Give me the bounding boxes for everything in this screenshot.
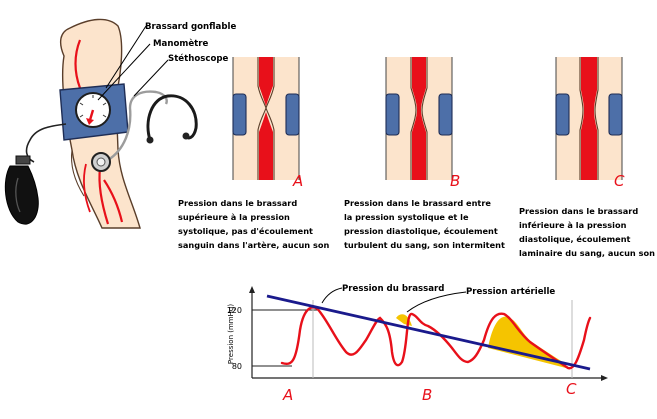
- panel-a-letter: A: [292, 172, 303, 190]
- stethoscope-label: Stéthoscope: [168, 53, 229, 64]
- gauge-label: Manomètre: [153, 38, 209, 49]
- panel-b-letter: B: [450, 172, 460, 190]
- cuff-block-left-c: [555, 93, 570, 136]
- phase-label-c: C: [566, 380, 577, 398]
- cuff-label: Brassard gonflable: [145, 22, 236, 32]
- turbulence-area-2: [488, 316, 566, 368]
- cuff-block-right-a: [285, 93, 300, 136]
- legend-cuff-pressure: Pression du brassard: [342, 284, 444, 294]
- pressure-graph: [249, 286, 608, 381]
- cuff-block-left-a: [232, 93, 247, 136]
- stethoscope-icon: [91, 90, 198, 172]
- cuff-block-right-c: [608, 93, 623, 136]
- arm-illustration: [4, 18, 198, 229]
- legend-arterial-pressure: Pression artérielle: [466, 286, 555, 297]
- cuff-pressure-line: [266, 294, 591, 371]
- panel-a: [232, 57, 300, 180]
- arterial-pressure-curve: [280, 306, 592, 370]
- panel-c: [555, 57, 623, 180]
- y-axis-label: Pression (mmHg): [227, 304, 235, 364]
- y-tick-120: 120: [227, 306, 242, 315]
- cuff-block-left-b: [385, 93, 400, 136]
- panel-c-caption: Pression dans le brassard inférieure à l…: [519, 206, 655, 258]
- phase-label-b: B: [422, 386, 432, 404]
- cuff-block-right-b: [438, 93, 453, 136]
- gauge-icon: [75, 92, 111, 128]
- panel-b: [385, 57, 453, 180]
- arm-artery-lower: [98, 167, 110, 225]
- arm-artery-upper: [74, 39, 82, 89]
- panel-c-letter: C: [614, 172, 625, 190]
- panel-b-caption: Pression dans le brassard entre la press…: [344, 198, 505, 250]
- phase-label-a: A: [282, 386, 293, 404]
- inflation-bulb-icon: [4, 155, 39, 225]
- y-tick-80: 80: [232, 362, 242, 371]
- panel-a-caption: Pression dans le brassard supérieure à l…: [178, 198, 329, 250]
